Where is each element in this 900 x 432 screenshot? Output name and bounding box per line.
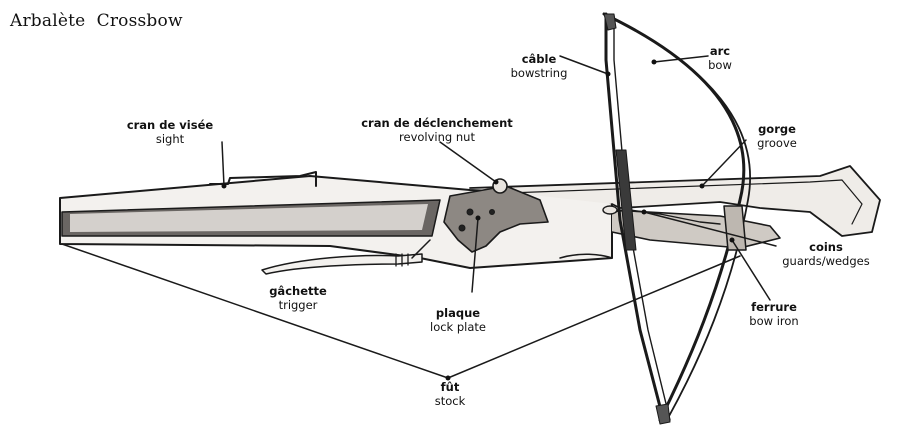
label-bow: arc bow xyxy=(700,44,740,72)
label-coins-en: guards/wedges xyxy=(782,254,870,268)
label-cable-fr: câble xyxy=(521,52,557,66)
label-cable-en: bowstring xyxy=(510,66,568,80)
bow-iron xyxy=(723,205,747,251)
label-revolving-nut: cran de déclenchement revolving nut xyxy=(354,116,520,144)
label-bowstring: câble bowstring xyxy=(502,52,576,80)
label-plaque-en: lock plate xyxy=(430,320,486,334)
label-lock-plate: plaque lock plate xyxy=(418,306,498,334)
label-sight: cran de visée sight xyxy=(108,118,232,146)
fore-stock xyxy=(611,209,781,249)
label-stock: fût stock xyxy=(430,380,470,408)
label-sight-fr: cran de visée xyxy=(126,118,214,132)
label-trigger-fr: gâchette xyxy=(269,284,327,298)
label-stock-en: stock xyxy=(434,394,466,408)
page-title: Arbalète Crossbow xyxy=(10,11,183,31)
label-arc-en: bow xyxy=(708,58,732,72)
label-bow-iron: ferrure bow iron xyxy=(740,300,808,328)
label-arc-fr: arc xyxy=(709,44,731,58)
label-guards-wedges: coins guards/wedges xyxy=(776,240,876,268)
bowstring-line xyxy=(604,12,666,424)
label-sight-en: sight xyxy=(155,132,185,146)
trigger-lever xyxy=(261,253,423,275)
label-gorge-fr: gorge xyxy=(758,122,796,136)
label-nut-en: revolving nut xyxy=(399,130,475,144)
label-nut-fr: cran de déclenchement xyxy=(361,116,513,130)
label-groove: gorge groove xyxy=(748,122,806,150)
label-gorge-en: groove xyxy=(757,136,797,150)
label-coins-fr: coins xyxy=(809,240,843,254)
label-plaque-fr: plaque xyxy=(435,306,481,320)
label-ferrure-fr: ferrure xyxy=(751,300,797,314)
label-ferrure-en: bow iron xyxy=(749,314,799,328)
label-stock-fr: fût xyxy=(440,380,460,394)
label-trigger-en: trigger xyxy=(278,298,318,312)
label-trigger: gâchette trigger xyxy=(262,284,334,312)
lock-plate-shape xyxy=(443,185,549,253)
